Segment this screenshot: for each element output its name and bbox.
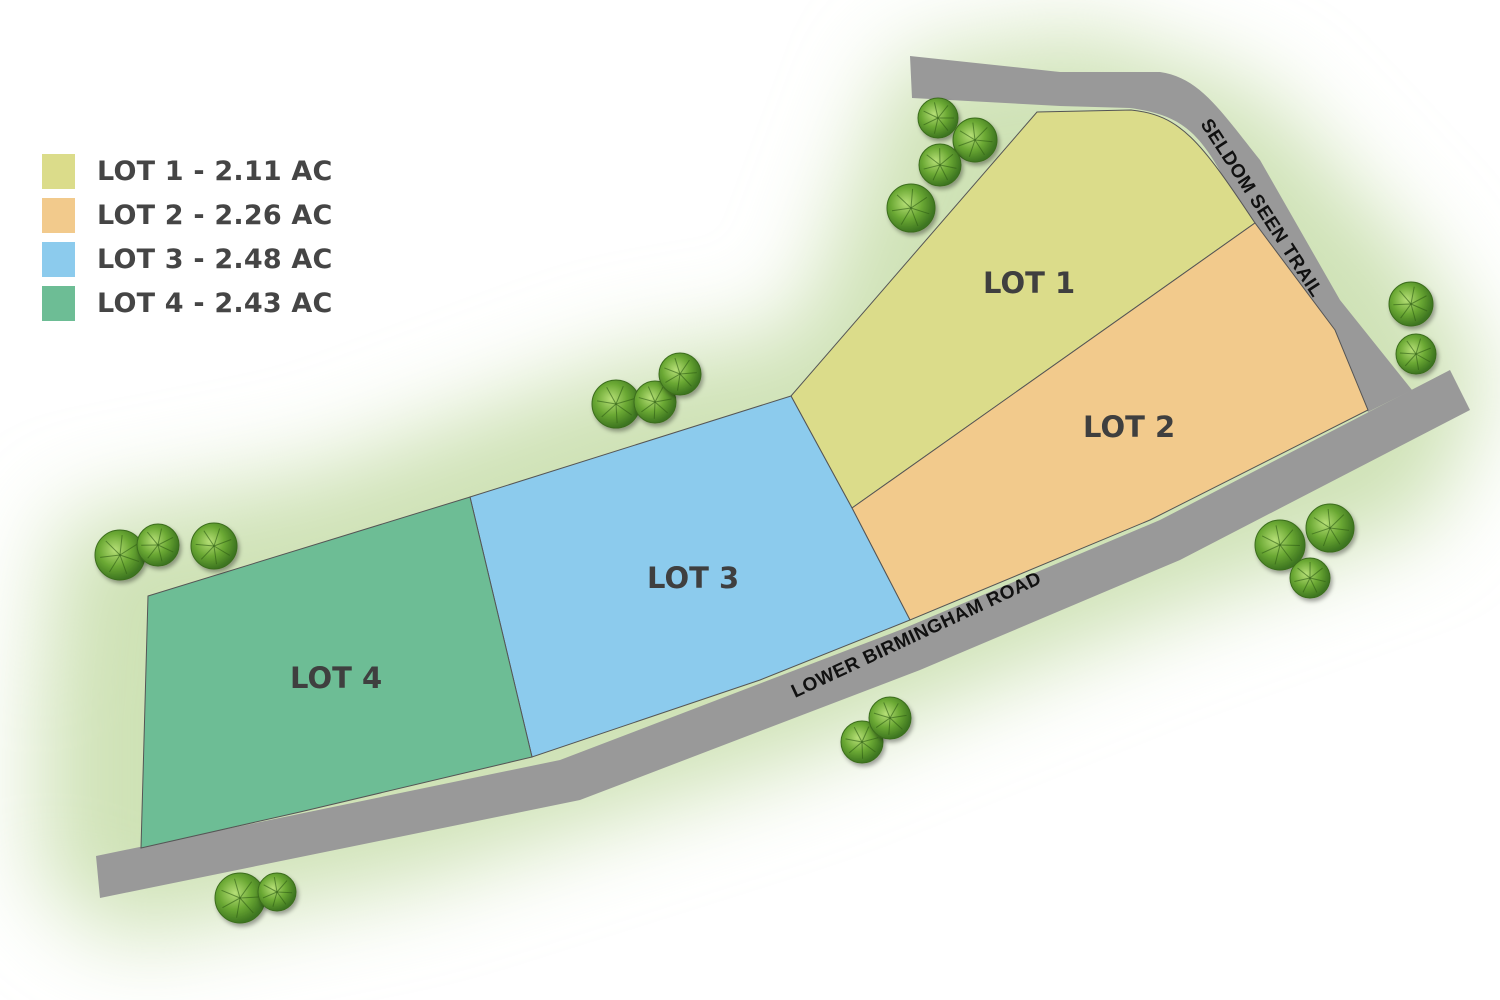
trees: [94, 97, 1437, 924]
seldom-seen-trail: [910, 56, 1412, 412]
tree-icon: [840, 720, 884, 764]
tree-icon: [633, 380, 677, 424]
lot-3-label: LOT 3: [647, 561, 739, 595]
legend-item-lot-4: LOT 4 - 2.43 AC: [42, 286, 333, 321]
tree-icon: [190, 522, 238, 570]
lot-2-label: LOT 2: [1083, 410, 1175, 444]
lower-birmingham-road: [96, 370, 1470, 898]
tree-icon: [868, 696, 912, 740]
tree-icon: [658, 352, 702, 396]
tree-icon: [94, 529, 146, 581]
legend-swatch-lot-3: [42, 242, 75, 277]
tree-icon: [952, 117, 998, 163]
lots: [140, 109, 1369, 849]
lot-labels: LOT 1 LOT 2 LOT 3 LOT 4: [290, 266, 1175, 695]
lot-1-label: LOT 1: [983, 266, 1075, 300]
tree-icon: [886, 183, 936, 233]
legend-item-lot-3: LOT 3 - 2.48 AC: [42, 242, 333, 277]
tree-icon: [1395, 333, 1437, 375]
tree-icon: [136, 523, 180, 567]
tree-icon: [1388, 281, 1434, 327]
tree-icon: [257, 872, 297, 912]
lot-4-parcel[interactable]: [140, 496, 533, 849]
tree-icon: [918, 143, 962, 187]
tree-icon: [214, 872, 266, 924]
tree-icon: [1305, 503, 1355, 553]
legend-item-lot-1: LOT 1 - 2.11 AC: [42, 154, 333, 189]
legend-label-lot-2: LOT 2 - 2.26 AC: [97, 200, 333, 231]
legend-swatch-lot-4: [42, 286, 75, 321]
legend: LOT 1 - 2.11 AC LOT 2 - 2.26 AC LOT 3 - …: [42, 154, 333, 330]
legend-item-lot-2: LOT 2 - 2.26 AC: [42, 198, 333, 233]
tree-icon: [1289, 557, 1331, 599]
lot-4-label: LOT 4: [290, 661, 382, 695]
legend-swatch-lot-1: [42, 154, 75, 189]
legend-label-lot-3: LOT 3 - 2.48 AC: [97, 244, 333, 275]
lot-1-parcel-shape[interactable]: [790, 109, 1256, 509]
tree-icon: [591, 379, 641, 429]
legend-swatch-lot-2: [42, 198, 75, 233]
tree-icon: [917, 97, 959, 139]
tree-icon: [1254, 519, 1306, 571]
legend-label-lot-1: LOT 1 - 2.11 AC: [97, 156, 333, 187]
legend-label-lot-4: LOT 4 - 2.43 AC: [97, 288, 333, 319]
roads: [96, 56, 1470, 898]
